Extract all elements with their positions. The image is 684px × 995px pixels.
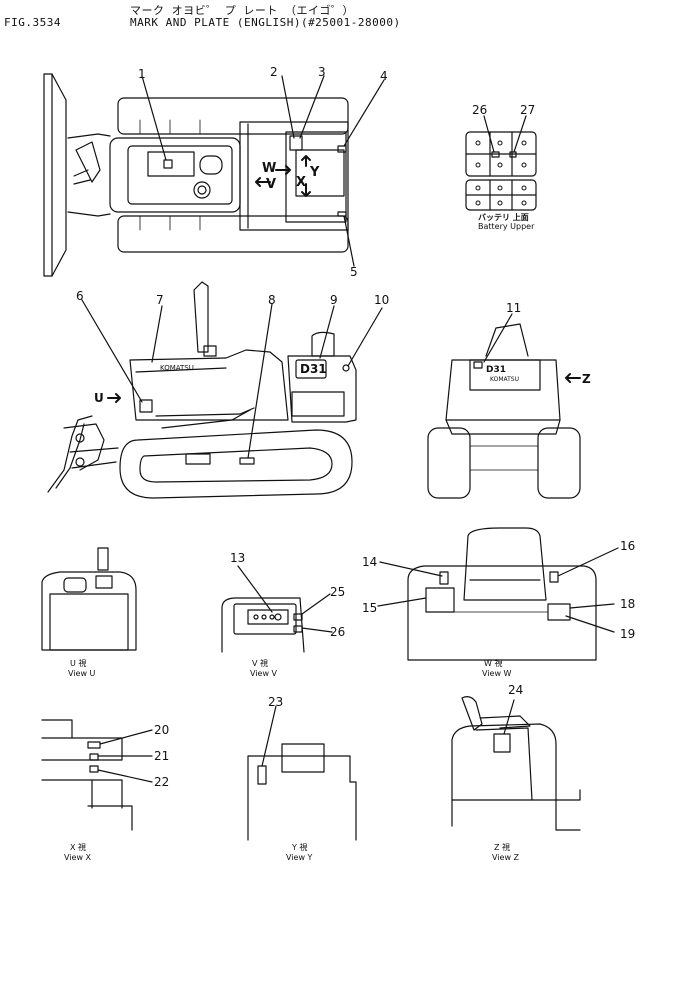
plate-18-19-mark	[547, 603, 571, 621]
view-letter-v: V	[266, 177, 276, 192]
plate-20-mark	[87, 741, 101, 749]
rear-model-text: D31	[486, 365, 506, 375]
callout-18: 18	[620, 597, 635, 611]
callout-4: 4	[380, 69, 388, 83]
caption-view-y-en: View Y	[286, 853, 313, 862]
plate-10-mark	[342, 364, 350, 372]
title-japanese: マーク オヨビ゜ プ レート （エイゴ゜）	[130, 4, 354, 17]
view-y-drawing	[247, 705, 357, 841]
plate-22-mark	[89, 765, 99, 773]
plate-25-mark	[293, 613, 303, 621]
callout-7: 7	[156, 293, 164, 307]
plate-6-mark	[139, 399, 153, 413]
battery-upper-view	[465, 115, 537, 211]
callout-19: 19	[620, 627, 635, 641]
caption-view-u-jp: U 視	[70, 659, 86, 668]
callout-13: 13	[230, 551, 245, 565]
caption-view-x-en: View X	[64, 853, 92, 862]
callout-23: 23	[268, 695, 283, 709]
callout-2: 2	[270, 65, 278, 79]
plate-8-mark	[239, 457, 255, 465]
callout-25: 25	[330, 585, 345, 599]
side-brand-text: KOMATSU	[160, 364, 194, 372]
callout-24: 24	[508, 683, 523, 697]
rear-view-dozer	[427, 313, 581, 499]
callout-16: 16	[620, 539, 635, 553]
callout-1: 1	[138, 67, 146, 81]
callout-3: 3	[318, 65, 326, 79]
caption-view-u-en: View U	[68, 669, 96, 678]
view-z-drawing	[451, 696, 581, 831]
plate-14-mark	[439, 571, 449, 585]
plate-26-mark-v	[293, 625, 303, 633]
view-u-drawing	[41, 547, 137, 651]
battery-label-en: Battery Upper	[478, 222, 535, 231]
side-view-dozer	[47, 281, 383, 499]
callout-20: 20	[154, 723, 169, 737]
callout-26-battery: 26	[472, 103, 487, 117]
callout-21: 21	[154, 749, 169, 763]
caption-view-x-jp: X 視	[70, 843, 86, 852]
view-letter-z: Z	[582, 372, 591, 386]
callout-8: 8	[268, 293, 276, 307]
caption-view-v-jp: V 視	[252, 659, 268, 668]
plate-1-mark	[163, 159, 173, 169]
caption-view-y-jp: Y 視	[291, 843, 307, 852]
view-x-drawing	[41, 719, 153, 831]
callout-9: 9	[330, 293, 338, 307]
callout-15: 15	[362, 601, 377, 615]
fig-number: FIG.3534	[4, 16, 61, 29]
plate-11-mark	[473, 361, 483, 369]
title-english: MARK AND PLATE (ENGLISH)(#25001-28000)	[130, 16, 401, 29]
view-letter-u: U	[94, 391, 104, 405]
plate-27-mark	[509, 151, 517, 158]
callout-22: 22	[154, 775, 169, 789]
view-letter-y: Y	[309, 165, 320, 180]
rear-brand-text: KOMATSU	[490, 376, 519, 383]
callout-10: 10	[374, 293, 389, 307]
caption-view-z-en: View Z	[492, 853, 520, 862]
callout-11: 11	[506, 301, 521, 315]
caption-view-v-en: View V	[250, 669, 278, 678]
plate-21-mark	[89, 753, 99, 761]
side-model-text: D31	[300, 362, 327, 376]
view-w-drawing	[377, 527, 619, 661]
plate-28-mark	[491, 151, 500, 158]
callout-6: 6	[76, 289, 84, 303]
plate-5-mark	[337, 211, 347, 217]
callout-5: 5	[350, 265, 358, 279]
caption-view-w-jp: W 視	[484, 659, 502, 668]
view-letter-w: W	[262, 161, 276, 176]
plate-13-mark	[274, 613, 282, 621]
callout-26-view-v: 26	[330, 625, 345, 639]
plate-4-mark	[337, 145, 347, 153]
plate-16-mark	[549, 571, 559, 583]
view-letter-x: X	[296, 175, 306, 190]
plate-24-mark	[493, 733, 511, 753]
callout-14: 14	[362, 555, 377, 569]
top-view-dozer	[43, 73, 385, 277]
caption-view-z-jp: Z 視	[494, 843, 510, 852]
view-v-drawing	[221, 565, 333, 653]
caption-view-w-en: View W	[482, 669, 512, 678]
battery-label-jp: バッテリ 上面	[478, 212, 529, 222]
plate-23-mark	[257, 765, 267, 785]
callout-27: 27	[520, 103, 535, 117]
